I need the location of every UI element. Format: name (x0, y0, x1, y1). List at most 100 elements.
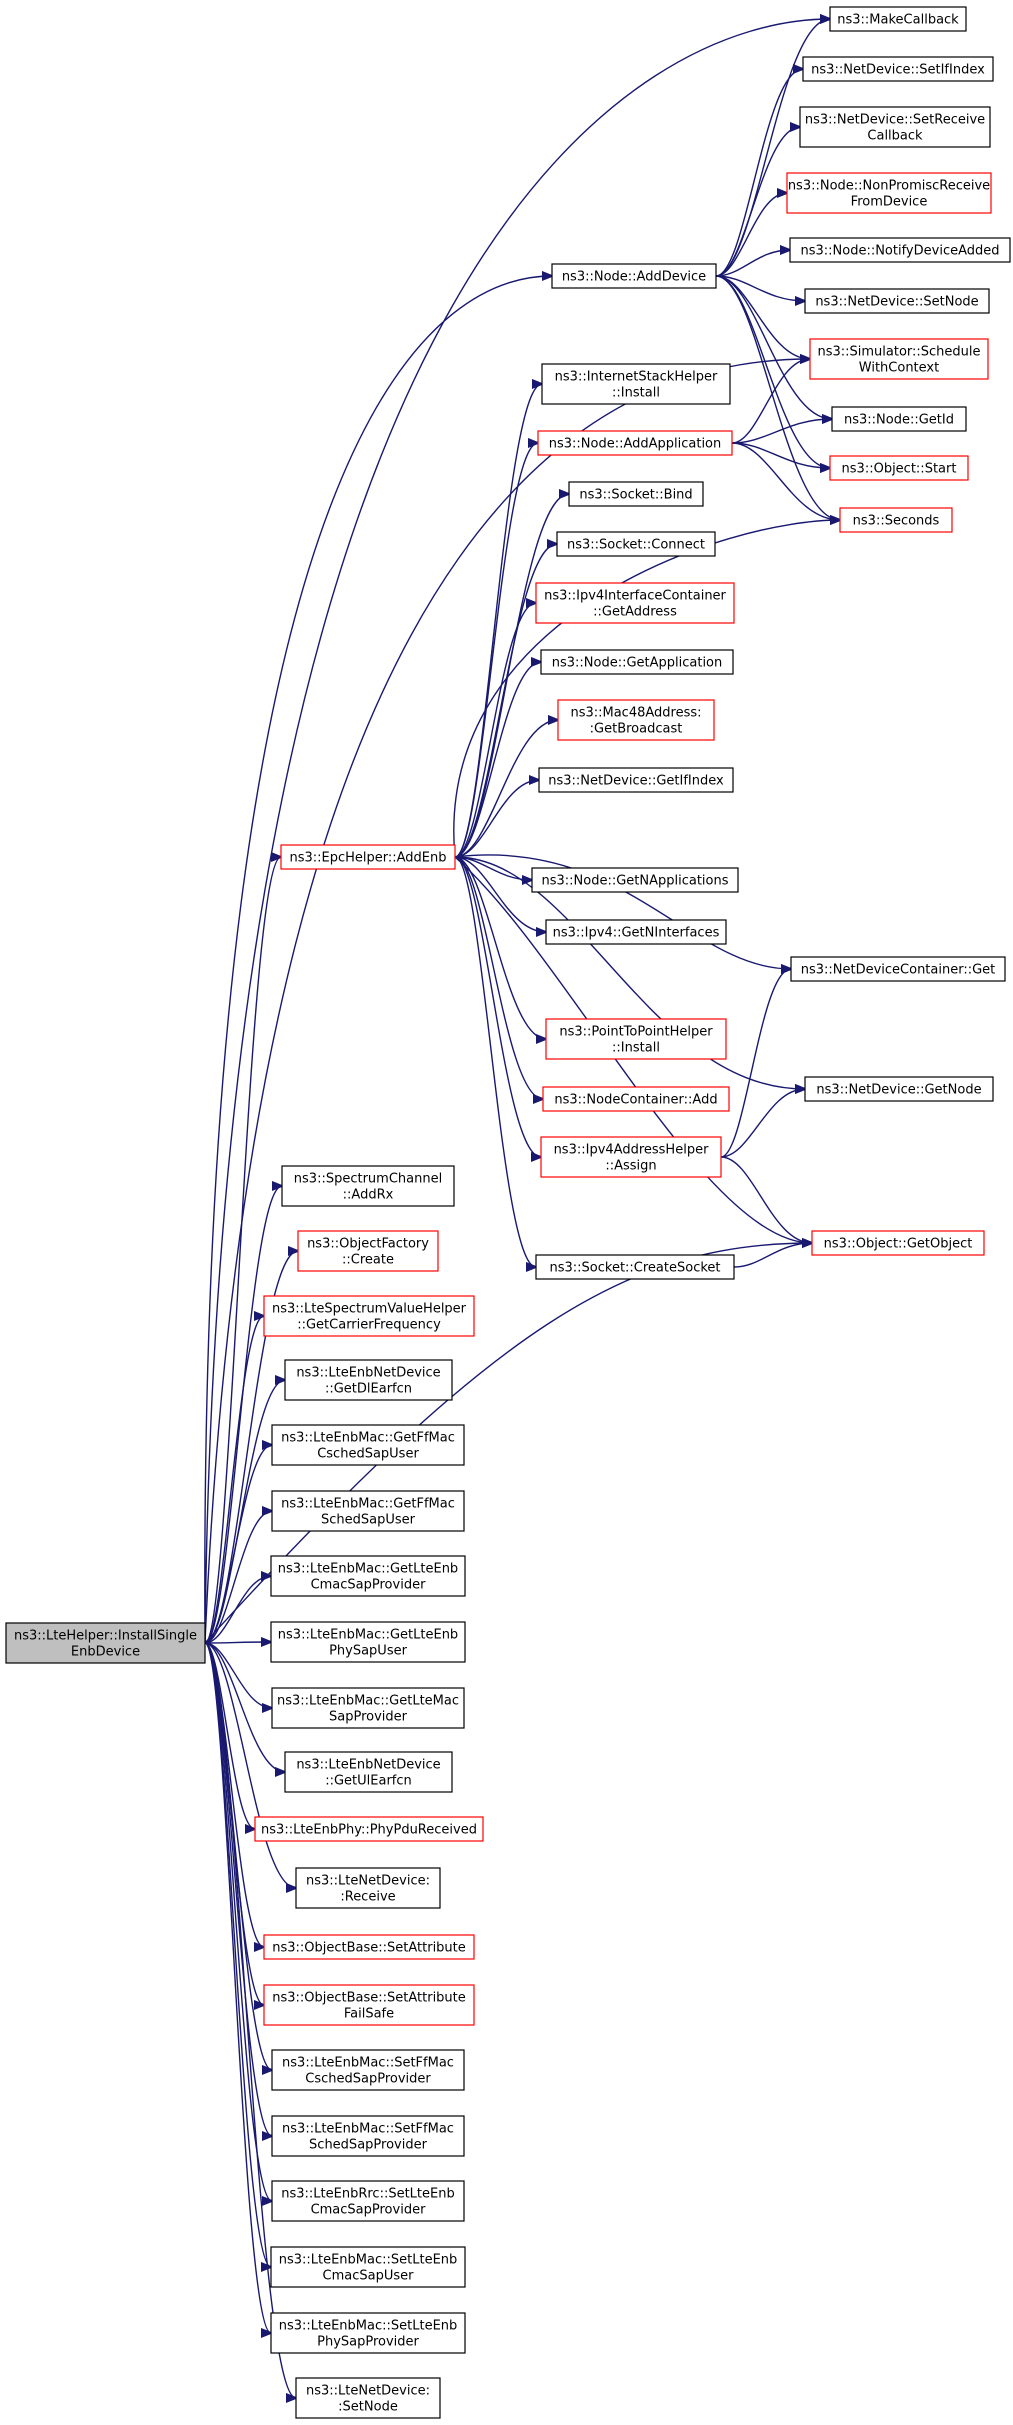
call-edge-adddevice-to-setifindex (715, 69, 803, 277)
node-label-macsetcmacuser-line-0: ns3::LteEnbMac::SetLteEnb (279, 2253, 458, 2268)
node-mac48broadcast[interactable]: ns3::Mac48Address::GetBroadcast (557, 699, 715, 741)
node-label-internetstackinstall-line-0: ns3::InternetStackHelper (555, 370, 718, 385)
call-edges (204, 19, 840, 2398)
node-box-ltenetsetnode (295, 2377, 441, 2419)
node-label-getulearfcn-line-1: ::GetUlEarfcn (325, 1774, 412, 1789)
node-label-epcaddenb-line-0: ns3::EpcHelper::AddEnb (289, 851, 446, 866)
node-netdevcontainerget[interactable]: ns3::NetDeviceContainer::Get (790, 956, 1006, 982)
call-edge-epcaddenb-to-mac48broadcast (454, 720, 558, 858)
node-label-ltenetreceive-line-1: :Receive (340, 1890, 395, 1905)
node-label-getlteenbcmac-line-0: ns3::LteEnbMac::GetLteEnb (278, 1562, 458, 1577)
node-box-setffmacsched (271, 2115, 465, 2157)
node-spectrumaddrx[interactable]: ns3::SpectrumChannel::AddRx (281, 1165, 455, 1207)
node-addapplication[interactable]: ns3::Node::AddApplication (537, 430, 733, 456)
node-p2pinstall[interactable]: ns3::PointToPointHelper::Install (545, 1018, 727, 1060)
node-setattribute[interactable]: ns3::ObjectBase::SetAttribute (263, 1934, 475, 1960)
call-edge-adddevice-to-setreceivecallback (715, 127, 800, 277)
node-socketconnect[interactable]: ns3::Socket::Connect (556, 531, 716, 557)
node-internetstackinstall[interactable]: ns3::InternetStackHelper::Install (541, 363, 731, 405)
node-getninterfaces[interactable]: ns3::Ipv4::GetNInterfaces (545, 919, 727, 945)
node-getulearfcn[interactable]: ns3::LteEnbNetDevice::GetUlEarfcn (284, 1751, 453, 1793)
node-label-notifydeviceadded-line-0: ns3::Node::NotifyDeviceAdded (800, 244, 999, 259)
node-ipv4assign[interactable]: ns3::Ipv4AddressHelper::Assign (540, 1136, 722, 1178)
node-label-setffmacsched-line-1: SchedSapProvider (309, 2138, 428, 2153)
node-nodecontaineradd[interactable]: ns3::NodeContainer::Add (542, 1086, 730, 1112)
node-label-getdlearfcn-line-0: ns3::LteEnbNetDevice (296, 1366, 440, 1381)
node-label-schedulewithcontext-line-0: ns3::Simulator::Schedule (817, 345, 980, 360)
node-phypdureceived[interactable]: ns3::LteEnbPhy::PhyPduReceived (254, 1816, 484, 1842)
node-makecallback[interactable]: ns3::MakeCallback (829, 6, 967, 32)
node-box-getninterfaces (545, 919, 727, 945)
node-ipv4getaddress[interactable]: ns3::Ipv4InterfaceContainer::GetAddress (535, 582, 735, 624)
call-edge-adddevice-to-notifydeviceadded (715, 250, 790, 277)
node-carrierfreq[interactable]: ns3::LteSpectrumValueHelper::GetCarrierF… (263, 1295, 475, 1337)
node-box-spectrumaddrx (281, 1165, 455, 1207)
node-box-setffmaccsched (271, 2049, 465, 2091)
node-box-ltenetreceive (295, 1867, 441, 1909)
call-edge-adddevice-to-getid (715, 275, 832, 419)
node-getdlearfcn[interactable]: ns3::LteEnbNetDevice::GetDlEarfcn (284, 1359, 453, 1401)
node-label-macsetcmacuser-line-1: CmacSapUser (323, 2269, 415, 2284)
node-label-objectfactorycreate-line-1: ::Create (342, 1253, 394, 1268)
node-box-ipv4getaddress (535, 582, 735, 624)
node-epcaddenb[interactable]: ns3::EpcHelper::AddEnb (280, 844, 456, 870)
node-box-getffmaccsched (271, 1424, 465, 1466)
node-socketbind[interactable]: ns3::Socket::Bind (568, 481, 704, 507)
node-ltenetreceive[interactable]: ns3::LteNetDevice::Receive (295, 1867, 441, 1909)
call-edge-epcaddenb-to-seconds (453, 520, 840, 858)
call-edge-ipv4assign-to-netdevgetnode (720, 1089, 805, 1158)
node-box-makecallback (829, 6, 967, 32)
node-seconds[interactable]: ns3::Seconds (839, 507, 953, 533)
node-label-objectgetobject-line-0: ns3::Object::GetObject (824, 1237, 973, 1252)
node-setffmaccsched[interactable]: ns3::LteEnbMac::SetFfMacCschedSapProvide… (271, 2049, 465, 2091)
call-edge-socketcreate-to-objectgetobject (733, 1243, 812, 1268)
node-box-getnapplications (531, 867, 739, 893)
node-getapplication[interactable]: ns3::Node::GetApplication (540, 649, 734, 675)
node-box-adddevice (551, 263, 717, 289)
call-edge-install-to-ltenetsetnode (204, 1642, 296, 2398)
node-label-mac48broadcast-line-0: ns3::Mac48Address: (570, 706, 701, 721)
node-notifydeviceadded[interactable]: ns3::Node::NotifyDeviceAdded (789, 237, 1011, 263)
call-edge-epcaddenb-to-socketbind (454, 494, 569, 858)
node-getifindex[interactable]: ns3::NetDevice::GetIfIndex (538, 767, 734, 793)
node-setnode[interactable]: ns3::NetDevice::SetNode (804, 288, 990, 314)
node-socketcreate[interactable]: ns3::Socket::CreateSocket (535, 1254, 735, 1280)
node-label-setifindex-line-0: ns3::NetDevice::SetIfIndex (811, 63, 985, 78)
node-label-setreceivecallback-line-1: Callback (867, 129, 923, 144)
node-setifindex[interactable]: ns3::NetDevice::SetIfIndex (802, 56, 994, 82)
node-box-socketconnect (556, 531, 716, 557)
node-label-getffmacsched-line-1: SchedSapUser (321, 1513, 416, 1528)
node-label-nonpromisc-line-0: ns3::Node::NonPromiscReceive (788, 179, 990, 194)
node-box-seconds (839, 507, 953, 533)
node-box-getffmacsched (271, 1490, 465, 1532)
node-label-netdevgetnode-line-0: ns3::NetDevice::GetNode (816, 1083, 981, 1098)
node-getid[interactable]: ns3::Node::GetId (831, 406, 967, 432)
node-objectgetobject[interactable]: ns3::Object::GetObject (811, 1230, 985, 1256)
node-objectstart[interactable]: ns3::Object::Start (829, 455, 969, 481)
node-label-netdevcontainerget-line-0: ns3::NetDeviceContainer::Get (801, 963, 996, 978)
node-getnapplications[interactable]: ns3::Node::GetNApplications (531, 867, 739, 893)
node-label-setattribute-line-0: ns3::ObjectBase::SetAttribute (272, 1941, 466, 1956)
node-box-objectfactorycreate (297, 1230, 439, 1272)
node-objectfactorycreate[interactable]: ns3::ObjectFactory::Create (297, 1230, 439, 1272)
node-ltenetsetnode[interactable]: ns3::LteNetDevice::SetNode (295, 2377, 441, 2419)
node-box-netdevgetnode (804, 1076, 994, 1102)
node-adddevice[interactable]: ns3::Node::AddDevice (551, 263, 717, 289)
node-label-ipv4assign-line-1: ::Assign (605, 1159, 656, 1174)
node-netdevgetnode[interactable]: ns3::NetDevice::GetNode (804, 1076, 994, 1102)
